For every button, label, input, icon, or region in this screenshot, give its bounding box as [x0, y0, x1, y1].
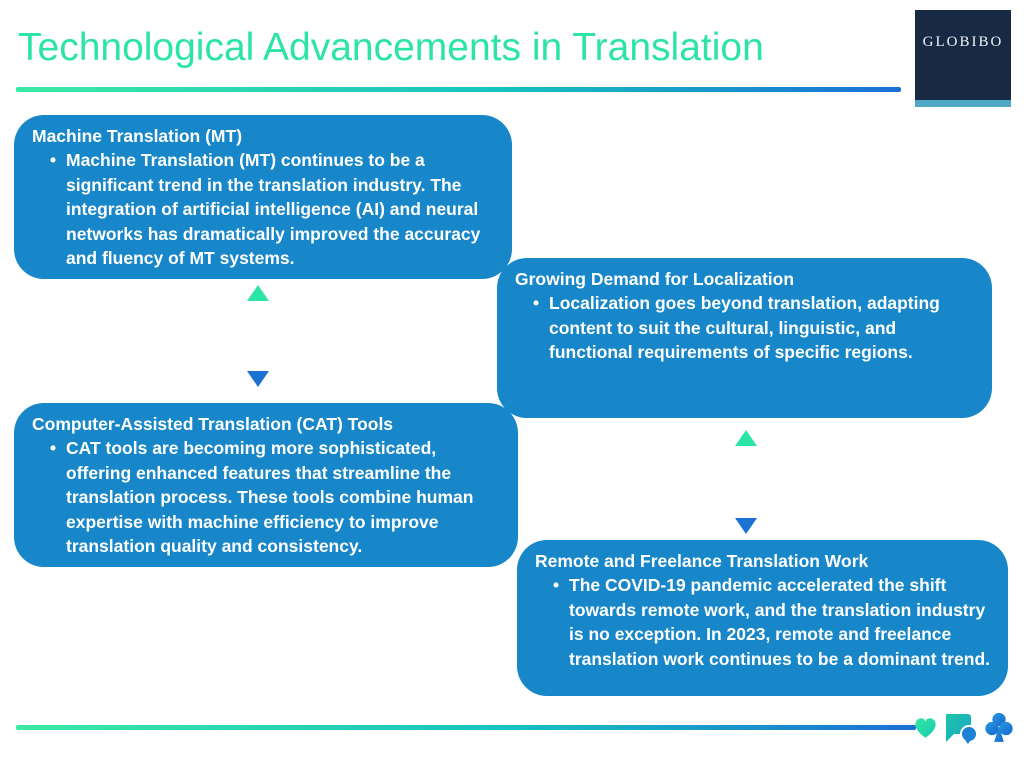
heart-icon — [915, 718, 936, 738]
content-box-remote-work: Remote and Freelance Translation Work • … — [517, 540, 1008, 696]
double-arrow-icon — [247, 285, 269, 387]
bullet-text: Localization goes beyond translation, ad… — [549, 293, 940, 362]
bullet-text: CAT tools are becoming more sophisticate… — [66, 438, 474, 556]
bullet-item: • The COVID-19 pandemic accelerated the … — [535, 573, 994, 671]
footer-icon-group — [914, 710, 1014, 746]
footer-gradient-divider — [16, 725, 916, 730]
chat-bubble-icon — [946, 714, 978, 744]
content-box-machine-translation: Machine Translation (MT) • Machine Trans… — [14, 115, 512, 279]
bullet-text: The COVID-19 pandemic accelerated the sh… — [569, 575, 991, 669]
box-heading: Remote and Freelance Translation Work — [535, 551, 869, 571]
box-heading: Growing Demand for Localization — [515, 269, 795, 289]
bullet-item: • Machine Translation (MT) continues to … — [32, 148, 498, 271]
club-icon — [985, 712, 1013, 742]
box-heading: Machine Translation (MT) — [32, 126, 243, 146]
bullet-marker: • — [50, 150, 57, 170]
header-gradient-divider — [16, 87, 901, 92]
bullet-text: Machine Translation (MT) continues to be… — [66, 150, 481, 268]
content-box-cat-tools: Computer-Assisted Translation (CAT) Tool… — [14, 403, 518, 567]
logo-brand-text: GLOBIBO — [922, 34, 1004, 50]
globibo-logo: GLOBIBO — [915, 10, 1011, 107]
box-heading: Computer-Assisted Translation (CAT) Tool… — [32, 414, 394, 434]
bullet-marker: • — [50, 438, 57, 458]
logo-background: GLOBIBO — [915, 10, 1011, 100]
page-title: Technological Advancements in Translatio… — [18, 26, 764, 69]
content-box-localization: Growing Demand for Localization • Locali… — [497, 258, 992, 418]
logo-accent-strip — [915, 100, 1011, 107]
double-arrow-icon — [735, 430, 757, 534]
bullet-marker: • — [533, 293, 540, 313]
bullet-item: • CAT tools are becoming more sophistica… — [32, 436, 504, 559]
bullet-item: • Localization goes beyond translation, … — [515, 291, 978, 365]
bullet-marker: • — [553, 575, 560, 595]
